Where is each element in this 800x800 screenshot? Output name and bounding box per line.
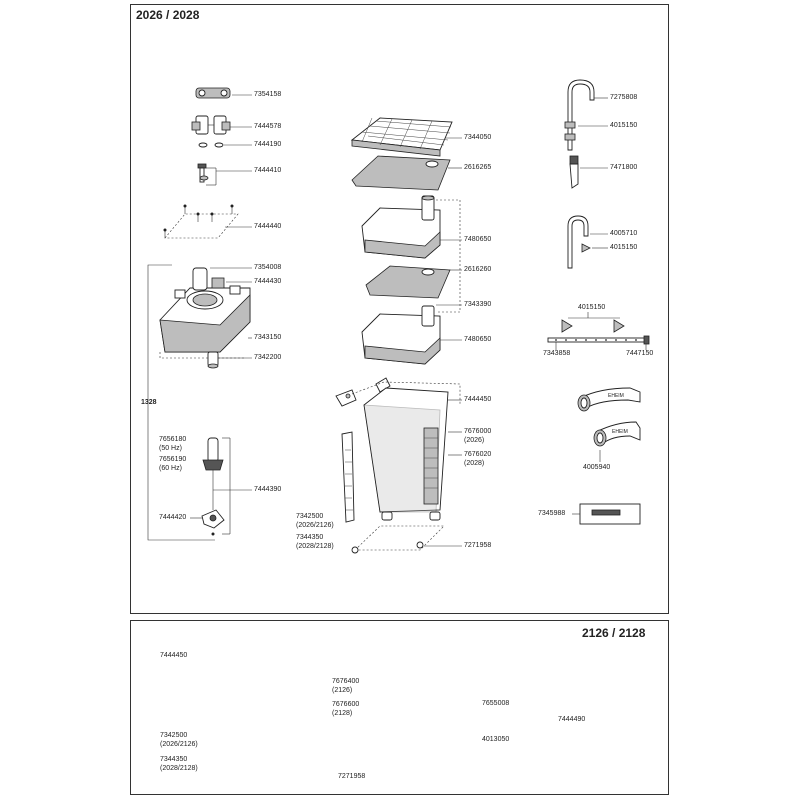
clip-set-part [163,204,239,239]
part-number-label: 7271958 [338,773,366,780]
part-number-label: 7271958 [464,542,492,549]
part-number-label: 2616265 [464,164,492,171]
part-number-label: 7344350 [296,534,324,541]
part-number-label: 7676400 [332,678,360,685]
part-note-label: (2026/2126) [160,741,198,748]
part-number-label: 7354008 [254,264,282,271]
part-number-label: 7343858 [543,350,571,357]
part-number-label: 7676600 [332,701,360,708]
nozzle-part [569,155,579,189]
part-note-label: (2126) [332,687,353,694]
part-number-label: 7656180 [159,436,187,443]
screw-part [197,163,209,183]
part-number-label: 1328 [141,399,157,406]
part-note-label: (50 Hz) [159,445,182,452]
hose-part [577,387,641,447]
hose-clamp-part [195,87,231,99]
part-number-label: 4005710 [610,230,638,237]
part-note-label: (2128) [332,710,353,717]
part-number-label: 7480650 [464,236,492,243]
part-number-label: 7444440 [254,223,282,230]
impeller-part [201,437,225,529]
pump-insert-part [207,351,219,369]
part-number-label: 7275808 [610,94,638,101]
part-number-label: 7444430 [254,278,282,285]
part-number-label: 7447150 [626,350,654,357]
filter-pad-part [351,155,451,191]
part-number-label: 7343390 [464,301,492,308]
riser-tube-part [341,431,355,523]
part-number-label: 7444410 [254,167,282,174]
part-number-label: 4015150 [610,122,638,129]
intake-pipe-part [567,215,591,269]
part-number-label: 4015150 [610,244,638,251]
part-note-label: (2028) [464,460,485,467]
part-number-label: 7444450 [464,396,492,403]
part-number-label: 7343150 [254,334,282,341]
part-number-label: 7444450 [160,652,188,659]
part-number-label: 7480650 [464,336,492,343]
pump-head-part [159,267,251,353]
feet-part [351,525,445,554]
top-panel-title: 2026 / 2028 [136,8,200,22]
outflow-pipe-part [564,79,595,151]
spray-bar-part [547,312,650,345]
canister-part [363,387,449,521]
part-number-label: 4013050 [482,736,510,743]
part-number-label: 7471800 [610,164,638,171]
parts-diagram-2126-2128 [130,620,669,795]
bottom-panel-title: 2126 / 2128 [582,626,646,640]
media-basket-lower-part [361,305,441,365]
part-number-label: 7444578 [254,123,282,130]
part-note-label: (60 Hz) [159,465,182,472]
part-number-label: 7676000 [464,428,492,435]
part-note-label: (2028/2128) [160,765,198,772]
part-number-label: 4015150 [578,304,606,311]
latch-part [335,377,391,407]
part-number-label: 7354158 [254,91,282,98]
media-basket-upper-part [361,195,441,259]
part-number-label: 7342200 [254,354,282,361]
filter-pad-lower-part [365,265,451,299]
adapter-block-part [191,115,231,135]
hose-print-label: EHEIM [608,393,624,399]
part-number-label: 7344350 [160,756,188,763]
part-number-label: 7444390 [254,486,282,493]
filter-grid-part [350,117,453,157]
part-number-label: 2616260 [464,266,492,273]
part-number-label: 7342500 [296,513,324,520]
part-number-label: 7444490 [558,716,586,723]
product-packet-part [579,503,641,525]
part-number-label: 7656190 [159,456,187,463]
part-note-label: (2028/2128) [296,543,334,550]
part-number-label: 7676020 [464,451,492,458]
part-number-label: 7444190 [254,141,282,148]
part-number-label: 7345988 [538,510,566,517]
part-number-label: 7444420 [159,514,187,521]
part-note-label: (2026) [464,437,485,444]
part-number-label: 7342500 [160,732,188,739]
part-note-label: (2026/2126) [296,522,334,529]
part-number-label: 7344050 [464,134,492,141]
part-number-label: 4005940 [583,464,611,471]
hose-print-label: EHEIM [612,429,628,435]
part-number-label: 7655008 [482,700,510,707]
